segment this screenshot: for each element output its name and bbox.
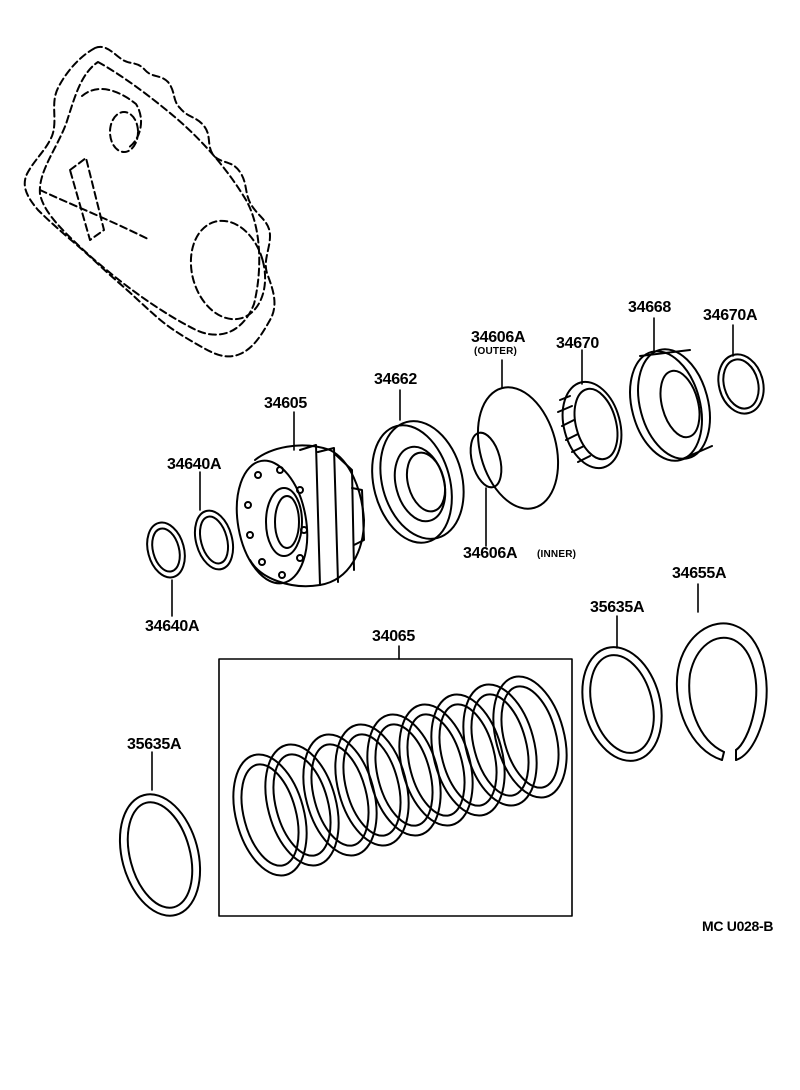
part-34606A-inner-ring [469, 431, 503, 489]
label-34670A: 34670A [703, 307, 758, 324]
part-34662-piston [371, 420, 465, 544]
label-34640A-bottom: 34640A [145, 618, 200, 635]
transmission-case [23, 46, 276, 358]
label-34670: 34670 [556, 335, 599, 352]
part-34668-drum [629, 348, 713, 462]
diagram-code: MC U028-B [702, 918, 774, 934]
label-34605: 34605 [264, 395, 307, 412]
label-outer-note: (OUTER) [474, 346, 518, 357]
part-34640A-upper-ring [193, 509, 235, 571]
part-34606A-outer-disc [476, 386, 560, 510]
label-34606A-inner: 34606A [463, 545, 518, 562]
clutch-plate-stack [232, 675, 568, 877]
label-inner-note: (INNER) [537, 549, 577, 560]
label-34662: 34662 [374, 371, 417, 388]
label-35635A-left: 35635A [127, 736, 182, 753]
part-34670-spring-retainer [557, 380, 623, 470]
label-34668: 34668 [628, 299, 671, 316]
label-34065: 34065 [372, 628, 415, 645]
part-34605-hub [235, 444, 365, 588]
kit-34065-box [218, 658, 573, 917]
part-34655A-ring [675, 622, 768, 761]
label-34655A: 34655A [672, 565, 727, 582]
leader-lines [151, 317, 734, 791]
part-34640A-lower-ring [146, 521, 186, 579]
part-35635A-left-plate [118, 793, 202, 917]
part-35635A-right-plate [581, 646, 663, 762]
label-34640A-top: 34640A [167, 456, 222, 473]
part-34670A-ring [717, 353, 765, 415]
label-34606A-outer: 34606A [471, 329, 526, 346]
label-35635A-right: 35635A [590, 599, 645, 616]
